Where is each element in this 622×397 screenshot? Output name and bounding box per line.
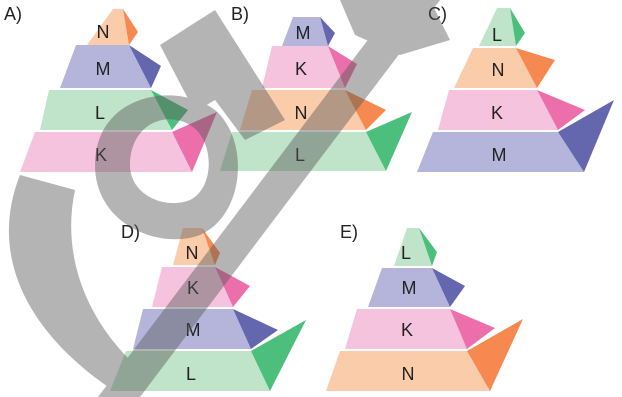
layer-a-3-side — [172, 112, 217, 172]
layer-c-0-front — [479, 8, 516, 46]
watermark-ring — [95, 95, 238, 240]
watermark-top-shape — [340, 0, 450, 55]
watermark-arc — [8, 175, 150, 395]
pyramid-d: N K M L — [110, 228, 306, 391]
layer-e-0-label: L — [401, 243, 411, 263]
layer-c-1-front — [454, 48, 537, 88]
layer-a-0-front — [87, 9, 129, 45]
layer-e-1-label: M — [402, 278, 417, 298]
layer-e-3-label: N — [402, 364, 415, 384]
watermark-diagonal-stroke — [98, 0, 440, 397]
layer-a-3-label: K — [95, 145, 107, 165]
layer-d-3-label: L — [186, 364, 196, 384]
layer-e-3-side — [467, 319, 523, 391]
option-e[interactable]: E) L M K N — [326, 222, 523, 391]
layer-c-3-front — [417, 132, 584, 172]
layer-d-1-front — [152, 267, 233, 307]
layer-a-3-front — [20, 132, 192, 172]
layer-b-0-label: M — [296, 23, 311, 43]
layer-b-2-label: N — [295, 103, 308, 123]
layer-c-3-side — [558, 100, 614, 172]
layer-c-2-label: K — [491, 103, 503, 123]
layer-e-3-front — [326, 351, 490, 391]
option-a[interactable]: A) N M L K — [4, 4, 217, 172]
layer-a-1-label: M — [96, 59, 111, 79]
layer-d-0-side — [202, 228, 220, 265]
layer-d-2-label: M — [186, 320, 201, 340]
option-c[interactable]: C) L N K M — [417, 4, 614, 172]
layer-e-2-side — [450, 309, 495, 349]
option-a-label: A) — [4, 4, 22, 24]
pyramid-c: L N K M — [417, 8, 614, 172]
pyramid-e: L M K N — [326, 228, 523, 391]
layer-d-1-label: K — [187, 278, 199, 298]
layer-c-1-label: N — [492, 60, 505, 80]
option-c-label: C) — [428, 4, 447, 24]
layer-a-0-side — [123, 9, 138, 45]
layer-b-3-label: L — [295, 145, 305, 165]
layer-b-1-label: K — [295, 59, 307, 79]
layer-d-0-front — [173, 228, 215, 265]
layer-b-3-front — [220, 132, 386, 171]
layer-a-2-label: L — [95, 103, 105, 123]
layer-b-2-front — [240, 90, 366, 130]
layer-b-1-side — [328, 46, 357, 88]
layer-e-0-front — [394, 228, 432, 266]
layer-e-2-front — [345, 309, 467, 349]
layer-d-2-side — [233, 309, 278, 349]
layer-d-3-side — [251, 320, 306, 391]
layer-e-0-side — [419, 228, 437, 266]
layer-e-2-label: K — [401, 320, 413, 340]
layer-d-3-front — [110, 351, 270, 391]
pyramid-b: M K N L — [220, 17, 412, 171]
layer-a-2-side — [151, 90, 188, 130]
layer-c-0-side — [510, 8, 525, 46]
layer-c-2-side — [537, 90, 585, 130]
layer-b-2-side — [345, 90, 386, 130]
layer-b-0-front — [282, 17, 328, 46]
option-b[interactable]: B) M K N L — [220, 4, 412, 171]
layer-c-3-label: M — [492, 145, 507, 165]
option-d-label: D) — [121, 222, 140, 242]
layer-b-3-side — [366, 112, 412, 171]
layer-e-1-side — [432, 268, 465, 307]
watermark-block — [160, 10, 285, 140]
layer-c-0-label: L — [492, 25, 502, 45]
option-b-label: B) — [231, 4, 249, 24]
layer-a-1-side — [129, 45, 161, 88]
pyramid-a: N M L K — [20, 9, 217, 172]
layer-b-0-side — [320, 17, 335, 46]
layer-a-2-front — [40, 90, 172, 130]
layer-d-1-side — [215, 267, 250, 307]
layer-d-0-label: N — [186, 243, 199, 263]
layer-c-1-side — [516, 48, 555, 88]
option-d[interactable]: D) N K M L — [110, 222, 306, 391]
layer-b-1-front — [262, 46, 345, 88]
option-e-label: E) — [340, 222, 358, 242]
layer-e-1-front — [368, 268, 450, 307]
layer-a-1-front — [60, 45, 151, 88]
layer-c-2-front — [438, 90, 558, 130]
layer-a-0-label: N — [97, 22, 110, 42]
watermark — [8, 0, 450, 397]
layer-d-2-front — [133, 309, 251, 349]
